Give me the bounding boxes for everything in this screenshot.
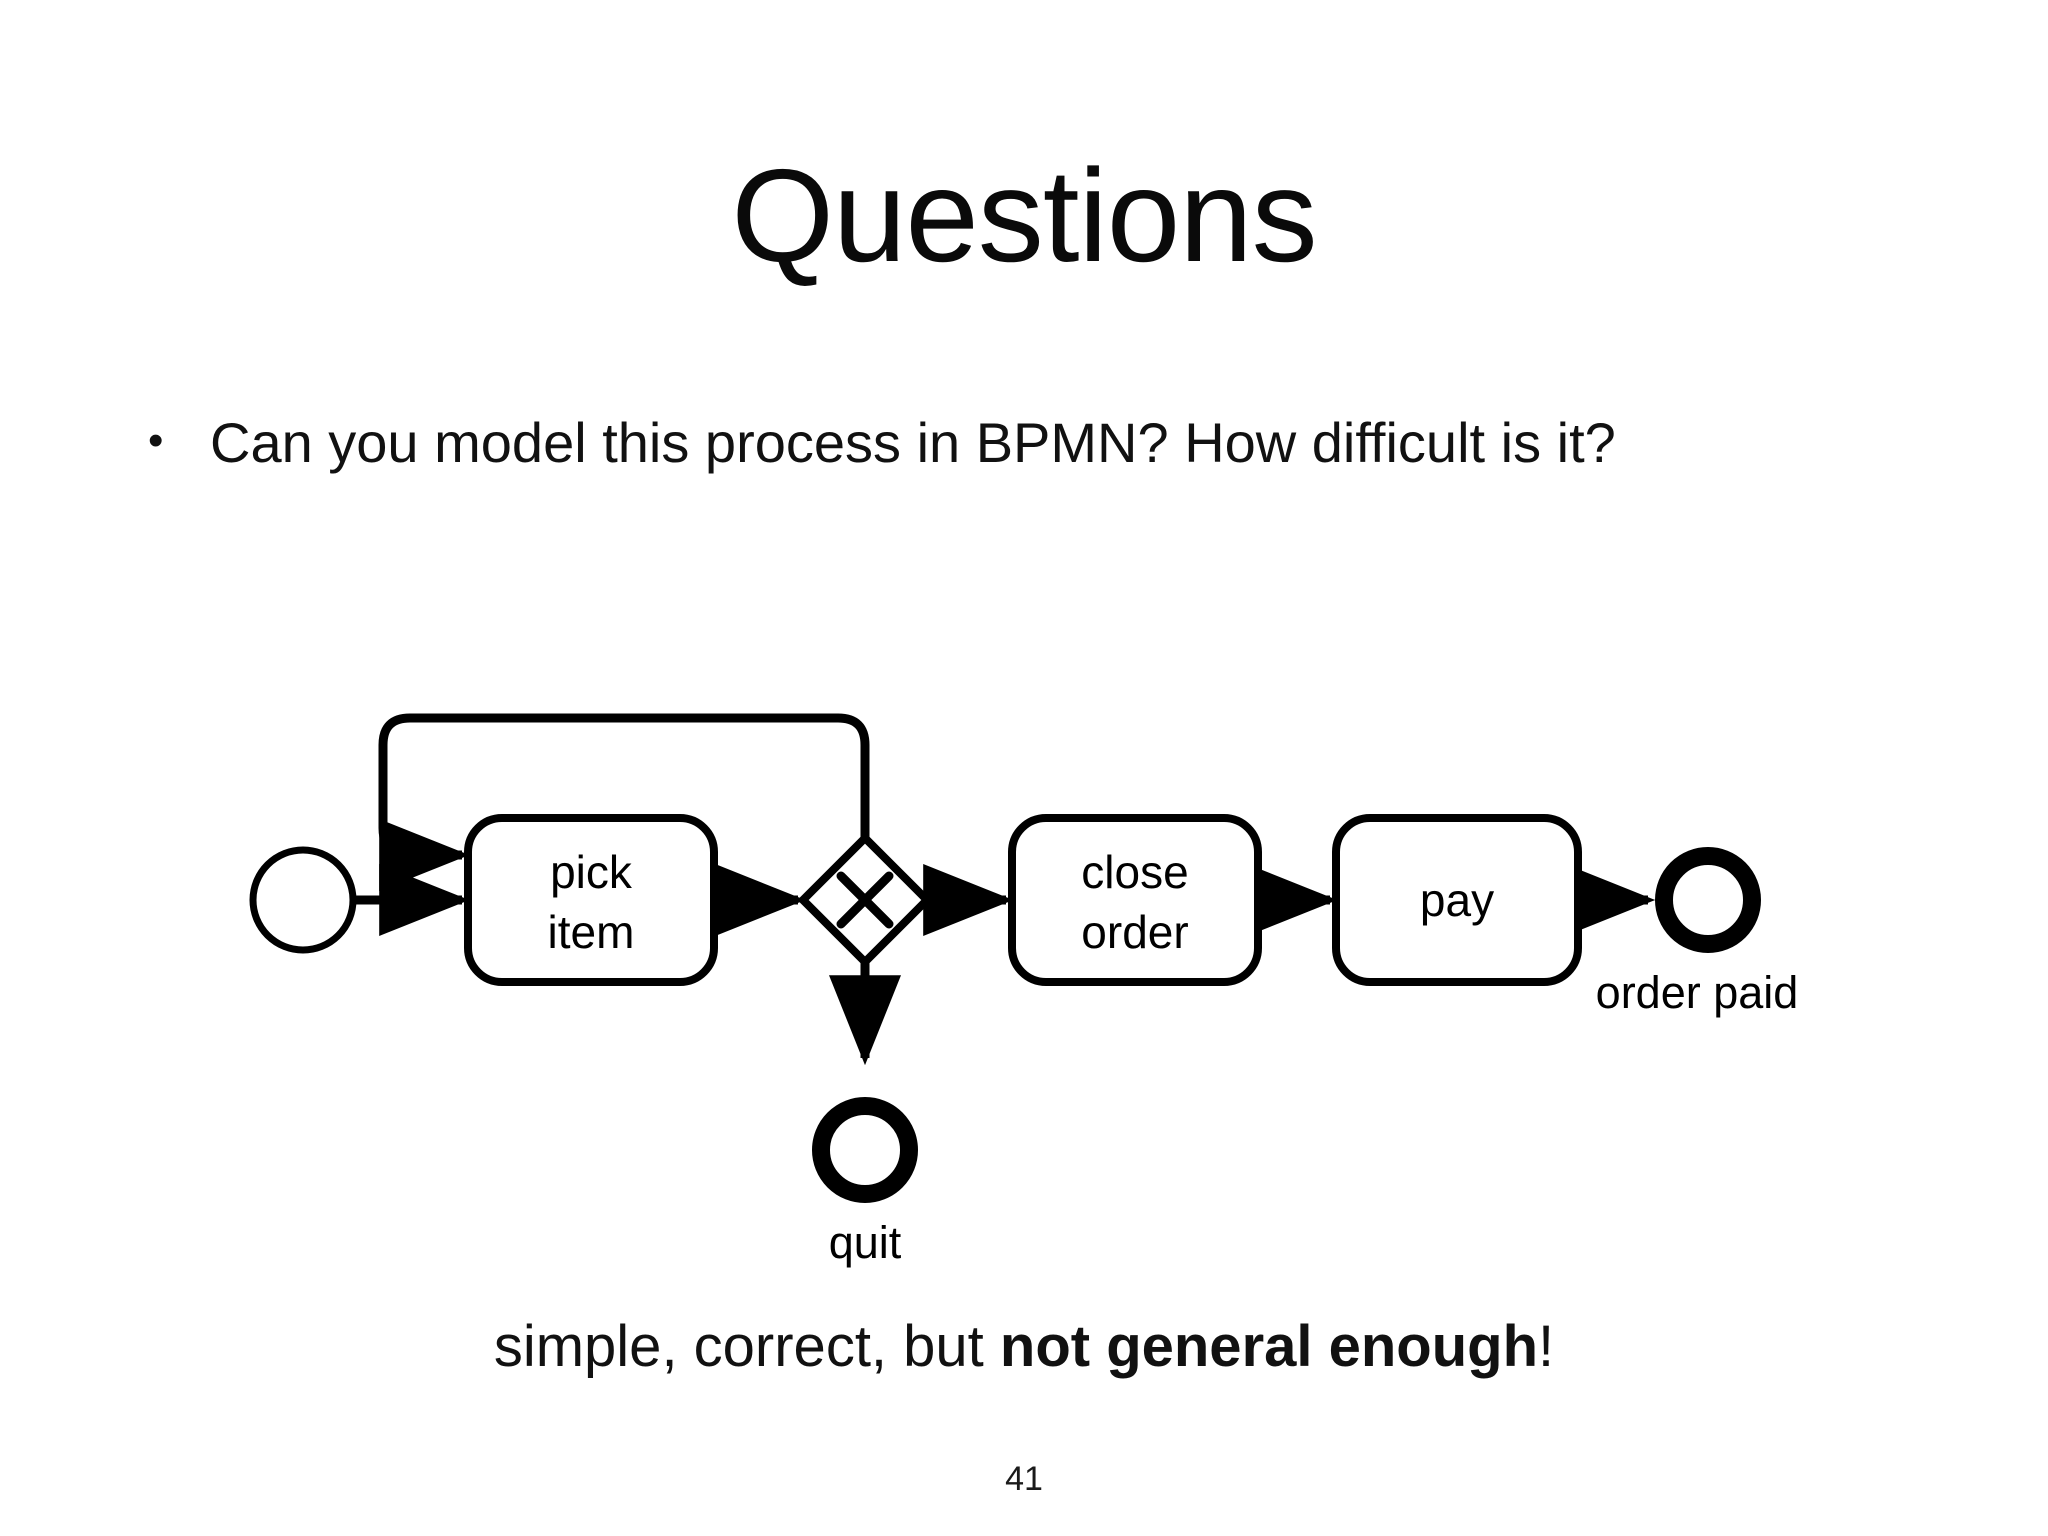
- task-pay-label: pay: [1420, 874, 1494, 926]
- end-event-quit-label: quit: [829, 1217, 902, 1268]
- caption-emphasis: not general enough: [999, 1314, 1539, 1379]
- list-item: • Can you model this process in BPMN? Ho…: [140, 410, 1930, 476]
- flow-gateway-to-pick-item-loop: [378, 713, 870, 891]
- start-event: [249, 846, 357, 954]
- task-close-order: [1008, 814, 1262, 986]
- task-pick-item-label-line2: item: [548, 906, 635, 958]
- bpmn-process-diagram: pick item close order pay order paid qui…: [200, 690, 1920, 1290]
- end-event-order-paid-label: order paid: [1596, 967, 1799, 1018]
- task-pay: [1332, 814, 1582, 986]
- task-pick-item-label-line1: pick: [550, 846, 633, 898]
- slide-caption: simple, correct, but not general enough!: [0, 1315, 2048, 1379]
- caption-suffix: !: [1538, 1314, 1555, 1379]
- bullet-marker-icon: •: [148, 416, 164, 465]
- bullet-list: • Can you model this process in BPMN? Ho…: [140, 410, 1930, 476]
- gateway-x-icon: [836, 871, 894, 929]
- caption-prefix: simple, correct, but: [493, 1314, 1000, 1379]
- page-title: Questions: [731, 142, 1317, 289]
- end-event-order-paid: [1655, 847, 1761, 953]
- bullet-text: Can you model this process in BPMN? How …: [210, 411, 1616, 474]
- task-pick-item: [464, 814, 718, 986]
- page-number: 41: [1005, 1460, 1043, 1498]
- task-close-order-label-line1: close: [1081, 846, 1188, 898]
- end-event-quit: [812, 1097, 918, 1203]
- task-close-order-label-line2: order: [1081, 906, 1188, 958]
